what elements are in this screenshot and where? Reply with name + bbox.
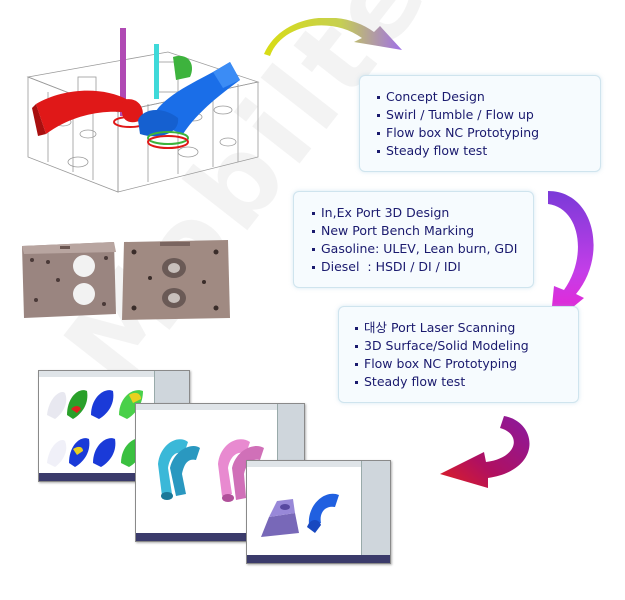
step-item: New Port Bench Marking: [312, 222, 533, 240]
step-box-concept: Concept Design Swirl / Tumble / Flow up …: [359, 75, 601, 172]
cad-port-model-image: [26, 28, 260, 193]
step-box-scanning-modeling: 대상 Port Laser Scanning 3D Surface/Solid …: [338, 306, 579, 403]
step-item: Steady flow test: [377, 142, 600, 160]
port-bench-photo-right: [122, 240, 230, 320]
magenta-to-red-curved-arrow-icon: [440, 416, 530, 488]
step-item: Gasoline: ULEV, Lean burn, GDI: [312, 240, 533, 258]
yellow-to-purple-curved-arrow-icon: [264, 18, 402, 56]
step-item: Concept Design: [377, 88, 600, 106]
step-item: 3D Surface/Solid Modeling: [355, 337, 578, 355]
port-bench-photo-left: [22, 242, 116, 318]
step-box-port-design: In,Ex Port 3D Design New Port Bench Mark…: [293, 191, 534, 288]
step-item: Swirl / Tumble / Flow up: [377, 106, 600, 124]
step-item: Flow box NC Prototyping: [355, 355, 578, 373]
solid-modeling-screenshot: [246, 460, 391, 564]
step-item: In,Ex Port 3D Design: [312, 204, 533, 222]
step-item: Steady flow test: [355, 373, 578, 391]
step-item: Diesel : HSDI / DI / IDI: [312, 258, 533, 276]
purple-to-magenta-curved-arrow-icon: [548, 191, 594, 326]
surface-modeling-screenshot: [135, 403, 305, 542]
step-item: Flow box NC Prototyping: [377, 124, 600, 142]
step-item: 대상 Port Laser Scanning: [355, 319, 578, 337]
